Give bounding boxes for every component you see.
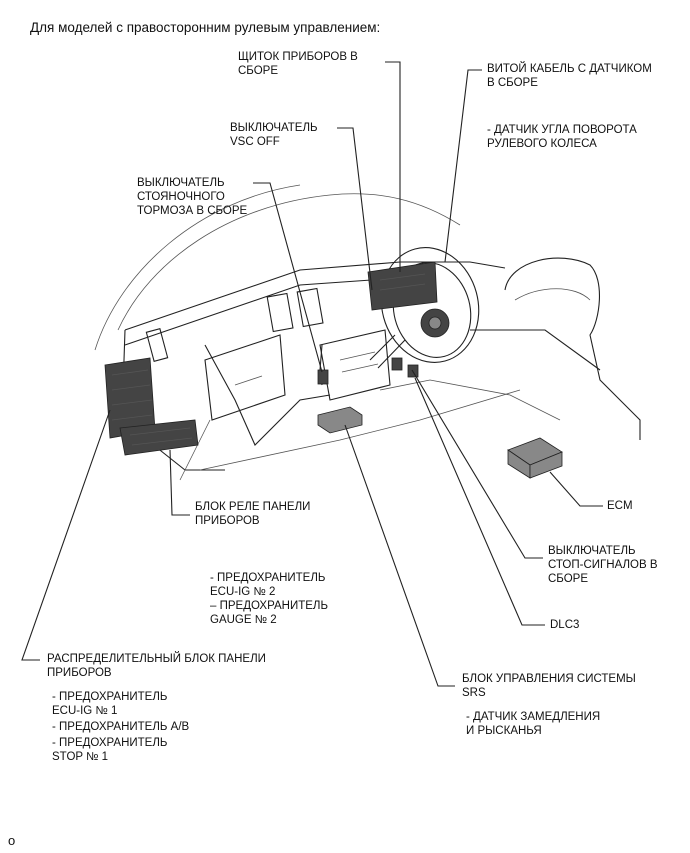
label-line: STOP № 1	[52, 751, 109, 763]
label-yaw-sensor: - ДАТЧИК ЗАМЕДЛЕНИЯ И РЫСКАНЬЯ	[466, 710, 600, 738]
label-line: GAUGE № 2	[210, 614, 277, 626]
leader-stop-light	[411, 369, 543, 559]
label-line: DLC3	[550, 619, 580, 631]
label-line: – ПРЕДОХРАНИТЕЛЬ	[210, 600, 329, 612]
label-vsc-off: ВЫКЛЮЧАТЕЛЬ VSC OFF	[230, 121, 318, 149]
vent-center-2	[296, 287, 324, 328]
leader-srs	[344, 424, 455, 687]
label-junction-fuses: - ПРЕДОХРАНИТЕЛЬ ECU-IG № 1 - ПРЕДОХРАНИ…	[52, 690, 189, 764]
label-line: И РЫСКАНЬЯ	[466, 725, 542, 737]
label-line: ЩИТОК ПРИБОРОВ В	[238, 51, 358, 63]
label-line: ECU-IG № 1	[52, 705, 118, 717]
label-line: РАСПРЕДЕЛИТЕЛЬНЫЙ БЛОК ПАНЕЛИ	[47, 653, 266, 665]
parking-brake-switch	[317, 369, 329, 385]
leader-dlc3	[414, 377, 545, 626]
srs-ecu	[317, 406, 363, 434]
label-stop-light-switch: ВЫКЛЮЧАТЕЛЬ СТОП-СИГНАЛОВ В СБОРЕ	[548, 544, 658, 586]
label-line: БЛОК РЕЛЕ ПАНЕЛИ	[195, 501, 311, 513]
label-line: - ДАТЧИК УГЛА ПОВОРОТА	[487, 124, 637, 136]
label-spiral-cable: ВИТОЙ КАБЕЛЬ С ДАТЧИКОМ В СБОРЕ	[487, 62, 652, 90]
label-line: ПРИБОРОВ	[47, 667, 112, 679]
leader-instrument-cluster	[385, 61, 401, 272]
diagram-title: Для моделей с правосторонним рулевым упр…	[30, 20, 381, 35]
footer-mark: o	[8, 833, 16, 848]
vent-center-1	[266, 292, 294, 333]
label-instrument-cluster: ЩИТОК ПРИБОРОВ В СБОРЕ	[238, 50, 358, 78]
leader-ecm	[549, 471, 603, 507]
center-console	[319, 329, 391, 401]
label-line: СТОЯНОЧНОГО	[137, 191, 225, 203]
steering-wheel	[380, 247, 480, 363]
label-line: - ПРЕДОХРАНИТЕЛЬ A/B	[52, 721, 190, 733]
seat-back	[504, 257, 641, 440]
leader-relay-block	[169, 449, 190, 516]
label-line: ТОРМОЗА В СБОРЕ	[137, 205, 248, 217]
label-line: ВЫКЛЮЧАТЕЛЬ	[230, 122, 318, 134]
label-line: СБОРЕ	[238, 65, 279, 77]
label-line: - ПРЕДОХРАНИТЕЛЬ	[210, 572, 326, 584]
leader-spiral-cable	[444, 69, 482, 263]
label-line: ECU-IG № 2	[210, 586, 276, 598]
label-line: СБОРЕ	[548, 573, 589, 585]
vent-left	[145, 328, 169, 362]
label-junction-block: РАСПРЕДЕЛИТЕЛЬНЫЙ БЛОК ПАНЕЛИ ПРИБОРОВ	[47, 652, 266, 680]
label-dlc3: DLC3	[550, 618, 579, 632]
label-line: - ДАТЧИК ЗАМЕДЛЕНИЯ	[466, 711, 601, 723]
label-line: В СБОРЕ	[487, 77, 538, 89]
label-line: РУЛЕВОГО КОЛЕСА	[487, 138, 597, 150]
label-line: - ПРЕДОХРАНИТЕЛЬ	[52, 691, 168, 703]
label-line: ПРИБОРОВ	[195, 515, 260, 527]
leader-vsc-off	[337, 127, 373, 291]
label-line: ВЫКЛЮЧАТЕЛЬ	[548, 545, 636, 557]
relay-block	[119, 419, 199, 456]
label-line: БЛОК УПРАВЛЕНИЯ СИСТЕМЫ	[462, 673, 636, 685]
label-fuses-center: - ПРЕДОХРАНИТЕЛЬ ECU-IG № 2 – ПРЕДОХРАНИ…	[210, 571, 328, 627]
leader-junction-block	[21, 409, 111, 661]
windshield-outline	[117, 193, 461, 331]
label-ecm: ECM	[607, 499, 633, 513]
instrument-cluster	[367, 261, 438, 311]
label-parking-brake: ВЫКЛЮЧАТЕЛЬ СТОЯНОЧНОГО ТОРМОЗА В СБОРЕ	[137, 176, 247, 218]
label-line: СТОП-СИГНАЛОВ В	[548, 559, 658, 571]
label-line: ECM	[607, 500, 633, 512]
label-line: SRS	[462, 687, 486, 699]
label-line: ВИТОЙ КАБЕЛЬ С ДАТЧИКОМ	[487, 63, 652, 75]
label-steering-sensor: - ДАТЧИК УГЛА ПОВОРОТА РУЛЕВОГО КОЛЕСА	[487, 123, 637, 151]
label-srs-ecu: БЛОК УПРАВЛЕНИЯ СИСТЕМЫ SRS	[462, 672, 636, 700]
leader-parking-brake	[253, 182, 323, 373]
label-line: ВЫКЛЮЧАТЕЛЬ	[137, 177, 225, 189]
label-line: - ПРЕДОХРАНИТЕЛЬ	[52, 737, 168, 749]
stop-light-switch-part	[391, 357, 403, 371]
glove-box	[204, 334, 286, 421]
label-relay-block: БЛОК РЕЛЕ ПАНЕЛИ ПРИБОРОВ	[195, 500, 310, 528]
label-line: VSC OFF	[230, 136, 280, 148]
